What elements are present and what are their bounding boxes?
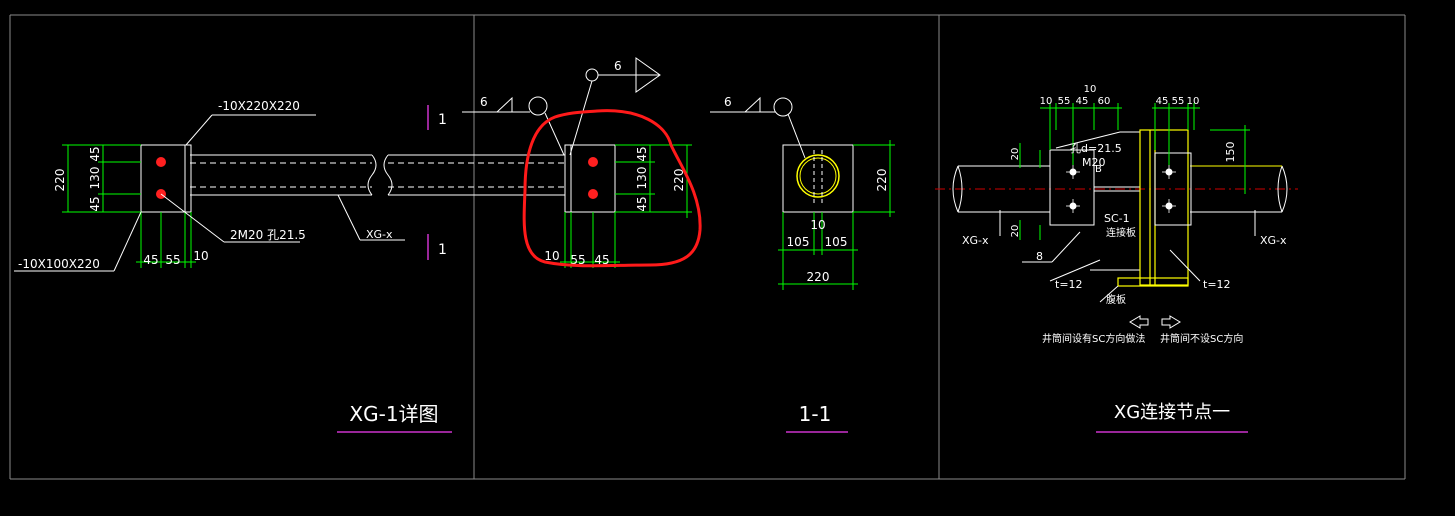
node-label-plate: SC-1 (1104, 212, 1130, 225)
dim-right-bottom-1: 10 (544, 249, 559, 263)
dim-right-bottom-2: 55 (570, 253, 585, 267)
panel-title-middle: 1-1 (799, 402, 832, 426)
dim-right-total: 220 (672, 169, 686, 192)
node-label-web: 腹板 (1106, 293, 1126, 306)
node-dim-left-bottom: 20 (1010, 225, 1021, 238)
node-dim-tl-4: 60 (1098, 96, 1111, 107)
node-label-bolt-tag: B (1095, 164, 1102, 175)
panel-title-left: XG-1详图 (349, 402, 438, 426)
weld-size-1: 6 (480, 95, 488, 109)
node-dim-tr-2: 55 (1172, 96, 1185, 107)
xg1-detail-view: 220 45 130 45 45 55 10 45 130 45 220 10 … (14, 57, 702, 433)
dim-right-mid: 130 (635, 167, 649, 190)
bolt-left-top (156, 157, 166, 167)
label-member: XG-x (366, 228, 393, 241)
dim-section-height: 220 (875, 169, 889, 192)
node-label-weld: 8 (1036, 250, 1043, 263)
dim-left-total: 220 (53, 169, 67, 192)
panel-title-right: XG连接节点一 (1114, 402, 1230, 423)
weld-size-2: 6 (614, 59, 622, 73)
end-plate-right (564, 144, 616, 213)
bolt-right-top (588, 157, 598, 167)
label-plate-top: -10X220X220 (218, 99, 300, 113)
dim-section-left: 105 (787, 235, 810, 249)
node-dim-tr-3: 10 (1187, 96, 1200, 107)
section-mark-bottom: 1 (438, 242, 447, 258)
leaders-left (14, 114, 405, 272)
dim-left-bottom-2: 55 (165, 253, 180, 267)
section-1-1-view: 6 105 10 105 220 220 1-1 (710, 95, 895, 433)
node-label-bolt: M20 (1082, 156, 1106, 169)
node-label-plate-sub: 连接板 (1106, 226, 1136, 239)
node-dim-tl-2: 55 (1058, 96, 1071, 107)
steel-pipe (190, 154, 565, 196)
dim-section-right: 105 (825, 235, 848, 249)
section-mark-top: 1 (438, 112, 447, 128)
dimensions-left (62, 144, 196, 268)
node-dim-left-top: 20 (1010, 148, 1021, 161)
node-dim-tl-extra: 10 (1084, 84, 1097, 95)
dimensions-section (778, 140, 895, 290)
drawing-frame (9, 14, 1406, 480)
dim-left-mid: 130 (88, 167, 102, 190)
node-label-thk-left: t=12 (1055, 278, 1083, 291)
node-note-right: 井筒间不设SC方向 (1160, 332, 1243, 345)
node-note-left: 井筒间设有SC方向做法 (1042, 332, 1145, 345)
dim-section-center: 10 (810, 218, 825, 232)
pipe-left (952, 165, 1050, 213)
end-plate-left (140, 144, 192, 213)
node-label-member-right: XG-x (1260, 234, 1287, 247)
node-dimensions (1019, 103, 1250, 240)
dim-right-bottom-3: 45 (594, 253, 609, 267)
dimensions-right (560, 144, 692, 268)
dim-left-bottom-3: 10 (193, 249, 208, 263)
node-dim-tr-1: 45 (1156, 96, 1169, 107)
node-dim-right: 150 (1224, 142, 1237, 163)
dim-section-total: 220 (807, 270, 830, 284)
node-label-hole: 孔d=21.5 (1070, 142, 1122, 155)
pipe-section-outer (796, 154, 840, 198)
weld-symbol-section (710, 96, 806, 159)
node-dim-tl-1: 10 (1040, 96, 1053, 107)
weld-size-section: 6 (724, 95, 732, 109)
label-bolts: 2M20 孔21.5 (230, 228, 306, 242)
connection-plate-right (1154, 152, 1192, 226)
pipe-section-inner (799, 157, 837, 195)
weld-symbol-1 (462, 96, 565, 156)
dim-left-bottom-1: 45 (143, 253, 158, 267)
xg-connection-node-view: 10 55 45 60 10 45 55 10 150 20 20 孔d=21.… (935, 84, 1298, 433)
bolt-right-bottom (588, 189, 598, 199)
node-dim-tl-3: 45 (1076, 96, 1089, 107)
markup-circle (522, 109, 702, 268)
dim-left-bottom: 45 (88, 196, 102, 211)
dim-right-bottom: 45 (635, 196, 649, 211)
node-label-member-left: XG-x (962, 234, 989, 247)
dim-left-top: 45 (88, 146, 102, 161)
label-plate-bottom: -10X100X220 (18, 257, 100, 271)
dim-right-top: 45 (635, 146, 649, 161)
node-label-thk-right: t=12 (1203, 278, 1231, 291)
weld-symbol-2 (569, 57, 661, 156)
